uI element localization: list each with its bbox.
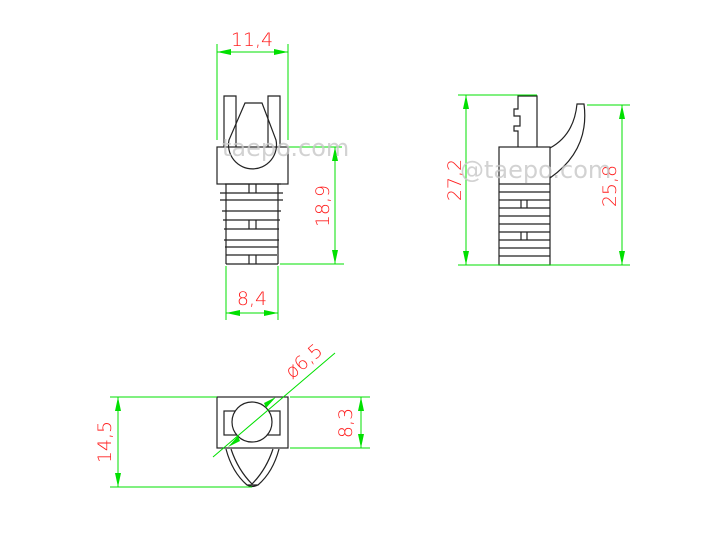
- bottom-view: ø6,5 8,3 14,5: [94, 340, 370, 488]
- dim-height: 18,9: [312, 185, 334, 227]
- dim-overall-height: 27,2: [444, 159, 466, 201]
- front-view: 11,4 18,9 8,4 taepo.com: [216, 29, 349, 320]
- dim-width-bottom: 8,4: [237, 288, 267, 310]
- dim-width-top: 11,4: [231, 29, 273, 51]
- side-view: 27,2 25,8 @taepo.com: [444, 94, 630, 266]
- dim-diameter: ø6,5: [281, 340, 327, 384]
- watermark: @taepo.com: [460, 156, 611, 184]
- dim-total-height: 14,5: [94, 421, 116, 463]
- dim-body-height: 8,3: [335, 408, 357, 438]
- watermark: taepo.com: [222, 134, 349, 162]
- dim-hook-height: 25,8: [599, 165, 621, 207]
